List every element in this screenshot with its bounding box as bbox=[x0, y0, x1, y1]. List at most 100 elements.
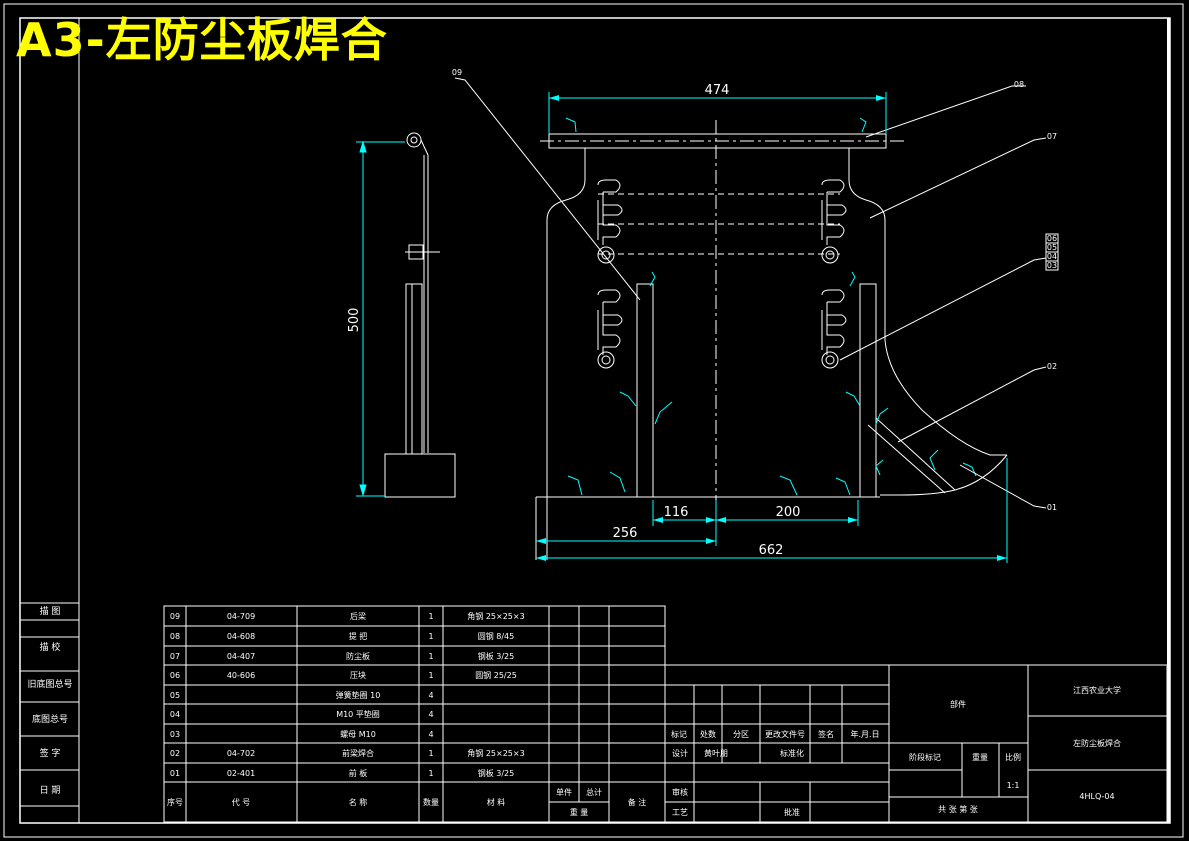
tb-review: 审核 bbox=[672, 787, 688, 797]
callout-01: 01 bbox=[1047, 503, 1057, 512]
bom-row-06: 06 40-606 压块 1 圆钢 25/25 bbox=[170, 670, 517, 680]
bom-no: 04 bbox=[170, 710, 180, 719]
bom-header-unit: 单件 bbox=[556, 787, 572, 797]
bom-name: 压块 bbox=[350, 670, 366, 680]
weld-symbols bbox=[565, 117, 977, 496]
drawing-title: A3-左防尘板焊合 bbox=[16, 13, 388, 67]
callout-04: 04 bbox=[1047, 252, 1057, 261]
left-label-base-no: 底图总号 bbox=[32, 713, 68, 725]
tb-standard: 标准化 bbox=[780, 748, 804, 758]
callout-09: 09 bbox=[452, 68, 462, 77]
bom-code: 02-401 bbox=[227, 769, 255, 778]
clamp-brackets bbox=[597, 179, 847, 369]
bom-name: 前梁焊合 bbox=[342, 748, 374, 758]
bom-header-code: 代 号 bbox=[232, 797, 251, 807]
bom-code: 04-608 bbox=[227, 632, 255, 641]
callout-stack-box bbox=[1045, 233, 1059, 271]
bom-row-07: 07 04-407 防尘板 1 钢板 3/25 bbox=[170, 651, 514, 661]
left-label-trace: 描 图 bbox=[40, 605, 61, 617]
bom-row-05: 05 弹簧垫圈 10 4 bbox=[170, 690, 434, 700]
bom-no: 02 bbox=[170, 749, 180, 758]
left-label-old-no: 旧底图总号 bbox=[27, 678, 72, 690]
dim-500-label: 500 bbox=[347, 308, 362, 333]
bom-grid bbox=[163, 605, 889, 823]
bom-qty: 4 bbox=[428, 710, 433, 719]
callout-06: 06 bbox=[1047, 234, 1057, 243]
bom-row-09: 09 04-709 后梁 1 角钢 25×25×3 bbox=[170, 611, 525, 621]
bom-name: 后梁 bbox=[350, 611, 366, 621]
bom-material: 圆钢 8/45 bbox=[478, 631, 515, 641]
bom-material: 角钢 25×25×3 bbox=[467, 748, 524, 758]
bom-row-04: 04 M10 平垫圈 4 bbox=[170, 709, 434, 719]
tb-mark: 标记 bbox=[671, 729, 687, 739]
bom-header-weight: 重 量 bbox=[570, 807, 589, 817]
bom-code: 04-407 bbox=[227, 652, 255, 661]
dimension-500 bbox=[356, 140, 405, 497]
tb-approve: 批准 bbox=[784, 807, 800, 817]
dimension-arrows bbox=[536, 95, 1007, 561]
bom-qty: 1 bbox=[428, 769, 433, 778]
left-column bbox=[20, 18, 80, 823]
dim-200-label: 200 bbox=[776, 505, 801, 520]
bom-no: 01 bbox=[170, 769, 180, 778]
bom-name: 防尘板 bbox=[346, 651, 370, 661]
tb-sign: 签名 bbox=[818, 729, 834, 739]
bom-material: 钢板 3/25 bbox=[478, 651, 515, 661]
callout-08: 08 bbox=[1014, 80, 1024, 89]
title-block-grid bbox=[664, 664, 1168, 823]
bom-qty: 1 bbox=[428, 671, 433, 680]
callout-07: 07 bbox=[1047, 132, 1057, 141]
bom-header-name: 名 称 bbox=[349, 797, 368, 807]
dimensions bbox=[536, 92, 1008, 563]
tb-drawing-name: 左防尘板焊合 bbox=[1073, 738, 1121, 748]
dim-116-label: 116 bbox=[664, 505, 689, 520]
bom-name: 螺母 M10 bbox=[340, 729, 376, 739]
bom-no: 08 bbox=[170, 632, 180, 641]
tb-university: 江西农业大学 bbox=[1073, 685, 1121, 695]
bom-no: 03 bbox=[170, 730, 180, 739]
bom-code: 40-606 bbox=[227, 671, 255, 680]
bom-qty: 1 bbox=[428, 632, 433, 641]
bom-name: 提 把 bbox=[349, 631, 368, 641]
bom-qty: 4 bbox=[428, 691, 433, 700]
bom-no: 05 bbox=[170, 691, 180, 700]
inner-frame bbox=[19, 17, 1171, 824]
callout-05: 05 bbox=[1047, 243, 1057, 252]
bom-row-01: 01 02-401 前 板 1 钢板 3/25 bbox=[170, 768, 514, 778]
bom-no: 06 bbox=[170, 671, 180, 680]
bom-no: 07 bbox=[170, 652, 180, 661]
tb-zone: 分区 bbox=[733, 730, 749, 739]
callout-03: 03 bbox=[1047, 261, 1057, 270]
tb-craft: 工艺 bbox=[672, 808, 688, 817]
tb-sheets: 共 张 第 张 bbox=[938, 804, 978, 814]
side-view bbox=[384, 132, 456, 498]
bom-row-08: 08 04-608 提 把 1 圆钢 8/45 bbox=[170, 631, 514, 641]
bom-no: 09 bbox=[170, 612, 180, 621]
bom-material: 角钢 25×25×3 bbox=[467, 611, 524, 621]
tb-scale-label: 比例 bbox=[1005, 752, 1021, 762]
bom-name: 前 板 bbox=[349, 768, 368, 778]
outer-frame bbox=[3, 3, 1184, 838]
bom-qty: 1 bbox=[428, 612, 433, 621]
bom-code: 04-702 bbox=[227, 749, 255, 758]
bom-material: 钢板 3/25 bbox=[478, 768, 515, 778]
bom-code: 04-709 bbox=[227, 612, 255, 621]
left-label-date: 日 期 bbox=[40, 785, 61, 796]
leader-lines bbox=[454, 77, 1047, 509]
bom-header-total: 总计 bbox=[586, 787, 602, 797]
bom-qty: 1 bbox=[428, 652, 433, 661]
tb-part-label: 部件 bbox=[950, 699, 966, 709]
bom-name: 弹簧垫圈 10 bbox=[336, 690, 381, 700]
dim-256-label: 256 bbox=[613, 526, 638, 541]
tb-change-no: 更改文件号 bbox=[765, 729, 805, 739]
dim-662-label: 662 bbox=[759, 543, 784, 558]
tb-scale: 1:1 bbox=[1007, 781, 1020, 790]
bom-material: 圆钢 25/25 bbox=[475, 670, 517, 680]
tb-design: 设计 bbox=[672, 748, 688, 758]
tb-date: 年.月.日 bbox=[850, 729, 879, 739]
tb-stage: 阶段标记 bbox=[909, 752, 941, 762]
callout-02: 02 bbox=[1047, 362, 1057, 371]
tb-count: 处数 bbox=[700, 729, 716, 739]
bom-header-no: 序号 bbox=[167, 797, 183, 807]
